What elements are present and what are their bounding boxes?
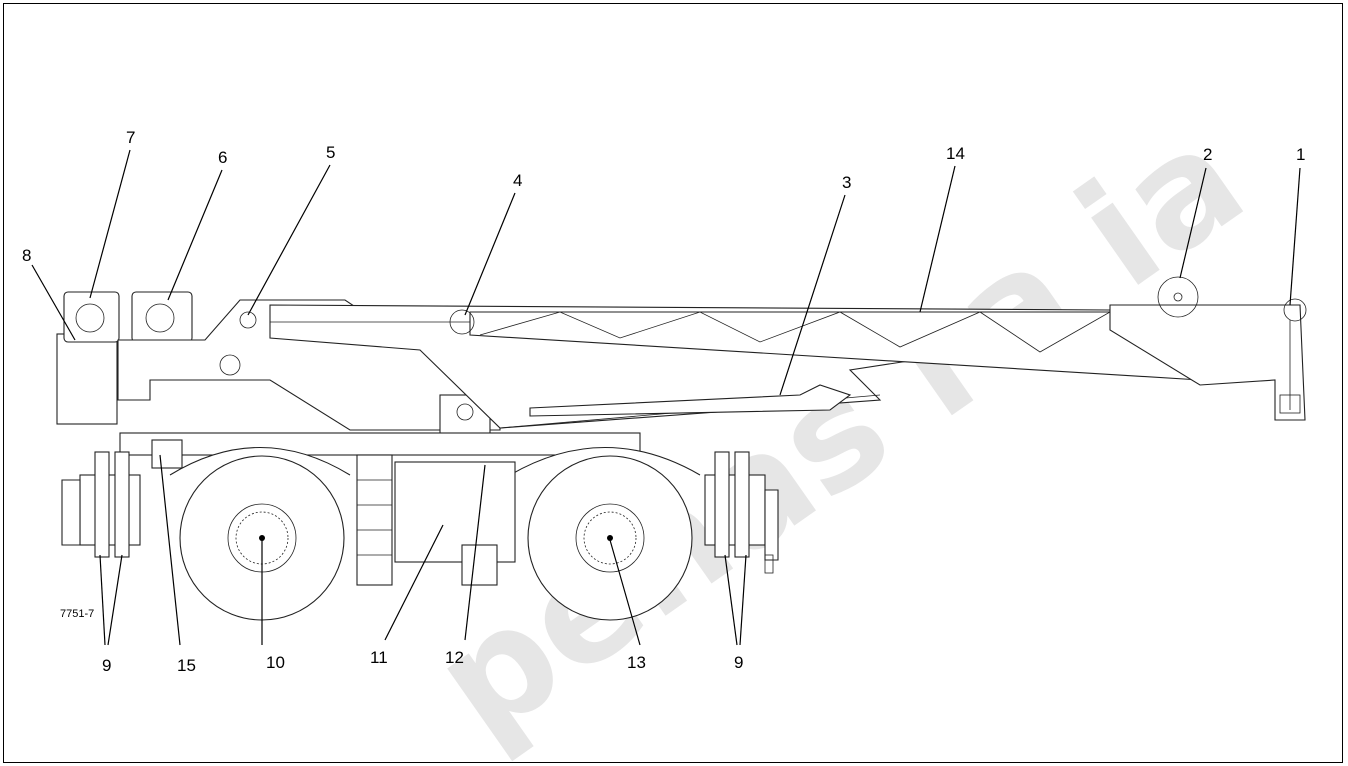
boom-tip-sheave (1283, 298, 1307, 322)
leader-12 (464, 464, 486, 641)
callout-1: 1 (1296, 145, 1305, 164)
callout-9-rear: 9 (102, 656, 111, 675)
aux-winch-drum (75, 303, 105, 333)
callout-labels: 1 2 3 4 5 6 7 8 9 9 10 11 12 13 14 15 (22, 128, 1305, 675)
leader-5 (247, 164, 331, 316)
main-winch-drum (145, 303, 175, 333)
front-hub (607, 535, 613, 541)
leader-9b-1 (724, 554, 738, 646)
front-wheel (527, 455, 693, 621)
leader-3 (779, 194, 846, 396)
callout-7: 7 (126, 128, 135, 147)
counterweight (56, 333, 118, 425)
callout-10: 10 (266, 653, 285, 672)
battery-box (151, 439, 183, 469)
callout-13: 13 (627, 653, 646, 672)
callout-8: 8 (22, 246, 31, 265)
leader-6 (167, 169, 223, 301)
rear-bumper (61, 479, 81, 546)
front-outrigger-jack-right (734, 451, 750, 558)
step-box (461, 544, 498, 586)
leader-9a-1 (99, 554, 106, 646)
rear-hub (259, 535, 265, 541)
watermark-text: penas ra ia (405, 91, 1274, 766)
leader-2 (1179, 167, 1207, 279)
callout-9-front: 9 (734, 653, 743, 672)
leader-8 (31, 264, 76, 341)
jib-pivot-sheave (449, 309, 475, 335)
callout-5: 5 (326, 143, 335, 162)
leader-lines (31, 149, 1301, 646)
hook-block (1279, 394, 1301, 414)
rear-outrigger-box (79, 474, 141, 546)
callout-15: 15 (177, 656, 196, 675)
front-light (764, 554, 774, 574)
boom-head (1109, 304, 1306, 421)
front-rim-bolts (583, 511, 637, 565)
callout-14: 14 (946, 144, 965, 163)
jib-sheave (1157, 276, 1199, 318)
leader-15 (159, 454, 181, 646)
rear-outrigger-jack-left (94, 451, 110, 558)
jib-sheave-hub (1173, 292, 1183, 302)
leader-1 (1289, 167, 1301, 306)
front-rim (575, 503, 645, 573)
leader-13 (609, 539, 641, 646)
superstructure (117, 299, 501, 431)
crane-drawing (56, 276, 1307, 621)
front-bumper (764, 489, 779, 561)
main-winch (131, 291, 193, 343)
turntable-gauge (219, 354, 241, 376)
leader-9b-2 (739, 554, 747, 646)
callout-3: 3 (842, 173, 851, 192)
carrier-deck (119, 432, 641, 456)
lift-cylinder-pivot (456, 403, 474, 421)
rear-outrigger-jack-right (114, 451, 130, 558)
callout-6: 6 (218, 148, 227, 167)
callout-12: 12 (445, 648, 464, 667)
boom-pivot (239, 311, 257, 329)
leader-7 (89, 149, 131, 299)
leader-14 (919, 165, 956, 313)
front-outrigger-jack-left (714, 451, 730, 558)
figure-id: 7751-7 (60, 608, 94, 620)
callout-4: 4 (513, 171, 522, 190)
leader-4 (464, 192, 516, 316)
leader-9a-2 (107, 554, 123, 646)
callout-11: 11 (370, 648, 388, 667)
lift-cylinder (529, 384, 852, 417)
watermark: penas ra ia (405, 91, 1274, 766)
leader-11 (384, 524, 444, 641)
callout-2: 2 (1203, 145, 1212, 164)
access-ladder (356, 454, 393, 586)
